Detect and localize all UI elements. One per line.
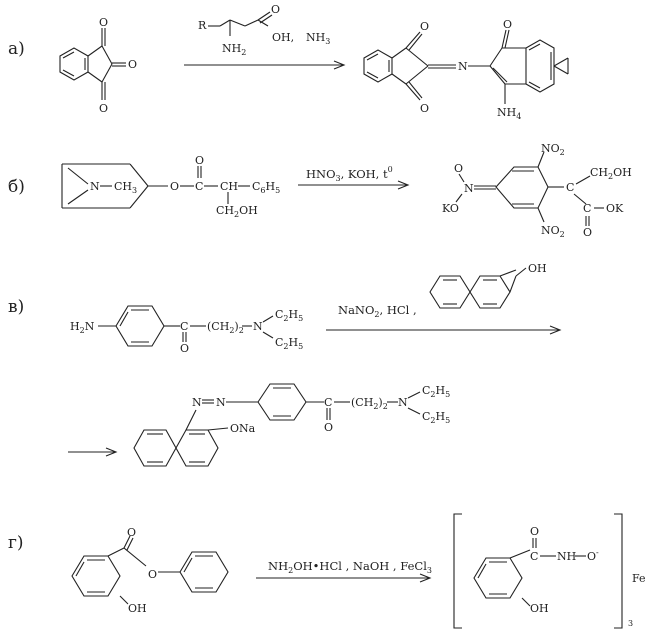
- azo-dye-structure: N N ONa C O (CH2)2 N C2H5 C2H5: [68, 383, 450, 467]
- ethyl-label: C2H5: [422, 384, 450, 399]
- indantrione-structure: O O O: [59, 16, 137, 115]
- amino-label: H2N: [70, 320, 95, 335]
- section-label-a: а): [8, 39, 25, 59]
- ethyl-label: C2H5: [275, 336, 303, 351]
- hydroxymethyl-label: CH2OH: [216, 204, 258, 219]
- nitro-label: NO2: [541, 142, 565, 157]
- amino-label: NH2: [222, 42, 246, 57]
- sodium-oxide-label: ONa: [230, 422, 256, 435]
- oxygen-label: O: [128, 58, 137, 71]
- reaction-arrow-a: [184, 60, 346, 70]
- carbonyl-oxygen-label: O: [271, 3, 280, 16]
- stoichiometry-label: 3: [628, 619, 633, 628]
- reaction-arrow-v: [326, 325, 562, 335]
- nitrogen-label: N: [90, 180, 100, 193]
- oxygen-label: O: [454, 162, 463, 175]
- ch-label: CH: [220, 180, 238, 193]
- azo-nitrogen-label: N: [216, 396, 226, 409]
- oxygen-label: O: [420, 20, 429, 33]
- nitrogen-label: N: [458, 60, 468, 73]
- oxygen-label: O: [583, 226, 592, 239]
- iron-label: Fe: [632, 572, 645, 585]
- amino-acid-reagent: R O OH, NH2 NH3: [198, 3, 330, 57]
- oxide-label: O-: [587, 548, 599, 563]
- carbonyl-oxygen-label: O: [530, 525, 539, 538]
- ammonia-label: NH3: [306, 31, 330, 46]
- ammonium-label: NH4: [497, 106, 521, 121]
- ko-label: KO: [442, 202, 459, 215]
- oxygen-label: O: [99, 102, 108, 115]
- reaction-arrow-g: [256, 573, 432, 583]
- nitrogen-label: N: [464, 182, 474, 195]
- hydroxyl-label: OH: [530, 602, 549, 615]
- carbon-label: C: [324, 396, 332, 409]
- ethylene-label: (CH2)2: [351, 396, 388, 411]
- carbonyl-oxygen-label: O: [180, 342, 189, 355]
- section-label-v: в): [8, 297, 24, 317]
- procaine-structure: H2N C O (CH2)2 N C2H5 C2H5: [70, 305, 303, 355]
- carbonyl-oxygen-label: O: [324, 421, 333, 434]
- section-label-g: г): [8, 533, 24, 553]
- nitrogen-label: N: [253, 320, 263, 333]
- ester-oxygen-label: O: [170, 180, 179, 193]
- reaction-arrow-b: [298, 180, 410, 190]
- section-label-b: б): [8, 177, 25, 197]
- ruhemann-product-structure: O O N O NH4: [363, 18, 569, 121]
- nitro-label: NO2: [541, 224, 565, 239]
- oxygen-label: O: [99, 16, 108, 29]
- phenyl-label: C6H5: [252, 180, 280, 195]
- ethyl-label: C2H5: [422, 410, 450, 425]
- reagents-b: HNO3, KOH, t0: [306, 165, 393, 183]
- hydroxyl-label: OH,: [272, 31, 294, 44]
- nitrogen-label: N: [398, 396, 408, 409]
- reagents-v: NaNO2, HCl ,: [338, 303, 417, 319]
- reagents-g: NH2OH•HCl , NaOH , FeCl3: [268, 559, 432, 575]
- oxygen-label: O: [420, 102, 429, 115]
- vitali-product-structure: O N KO NO2 NO2 C CH2OH C OK O: [442, 142, 632, 239]
- oxygen-label: O: [503, 18, 512, 31]
- carbon-label: C: [566, 181, 574, 194]
- carbon-label: C: [530, 550, 538, 563]
- ethylene-label: (CH2)2: [207, 320, 244, 335]
- atropine-structure: N CH3 O C O CH C6H5 CH2OH: [61, 154, 280, 219]
- carbonyl-oxygen-label: O: [195, 154, 204, 167]
- nh-label: NH: [557, 550, 576, 563]
- ok-label: OK: [606, 202, 624, 215]
- azo-nitrogen-label: N: [192, 396, 202, 409]
- methyl-label: CH3: [114, 180, 137, 195]
- ester-oxygen-label: O: [148, 568, 157, 581]
- reaction-arrow-v2: [68, 447, 118, 457]
- hydroxymethyl-label: CH2OH: [590, 166, 632, 181]
- iron-complex-structure: C O NH O- OH Fe 3: [453, 513, 645, 629]
- phenyl-salicylate-structure: O O OH: [71, 526, 229, 615]
- ethyl-label: C2H5: [275, 308, 303, 323]
- carbon-label: C: [195, 180, 203, 193]
- r-group-label: R: [198, 19, 207, 32]
- carbon-label: C: [180, 320, 188, 333]
- carbonyl-oxygen-label: O: [127, 526, 136, 539]
- carbon-label: C: [583, 202, 591, 215]
- hydroxyl-label: OH: [128, 602, 147, 615]
- naphthol-structure: OH: [429, 262, 547, 309]
- hydroxyl-label: OH: [528, 262, 547, 275]
